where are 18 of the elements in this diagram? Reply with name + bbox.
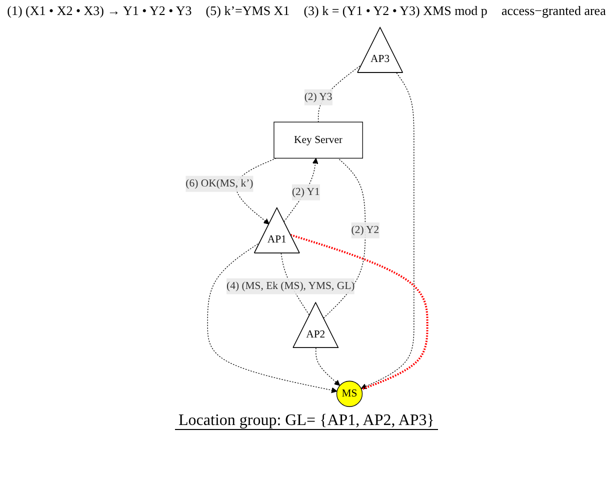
node-box: Key Server: [274, 122, 363, 159]
edge-label: (2) Y2: [351, 224, 380, 236]
connector: [290, 234, 428, 390]
arrow: [207, 242, 338, 394]
arrow: [360, 72, 414, 390]
edge-label: (2) Y1: [292, 186, 320, 198]
formula-label: (5) k’=YMS X1: [206, 3, 290, 19]
connector: [323, 158, 366, 318]
arrow: [316, 348, 340, 386]
edge-label: (6) OK(MS, k’): [186, 178, 254, 190]
edge-label: (4) (MS, Ek (MS), YMS, GL): [226, 280, 355, 292]
edge-label: (2) Y3: [304, 91, 332, 103]
node-circle: MS: [336, 380, 363, 407]
formula-label: (1) (X1 • X2 • X3) → Y1 • Y2 • Y3: [7, 3, 192, 19]
caption: Location group: GL= {AP1, AP2, AP3}: [174, 412, 438, 430]
formula-label: access−granted area: [501, 3, 606, 19]
formula-label: (3) k = (Y1 • Y2 • Y3) XMS mod p: [304, 3, 488, 19]
arrow: [236, 158, 277, 224]
